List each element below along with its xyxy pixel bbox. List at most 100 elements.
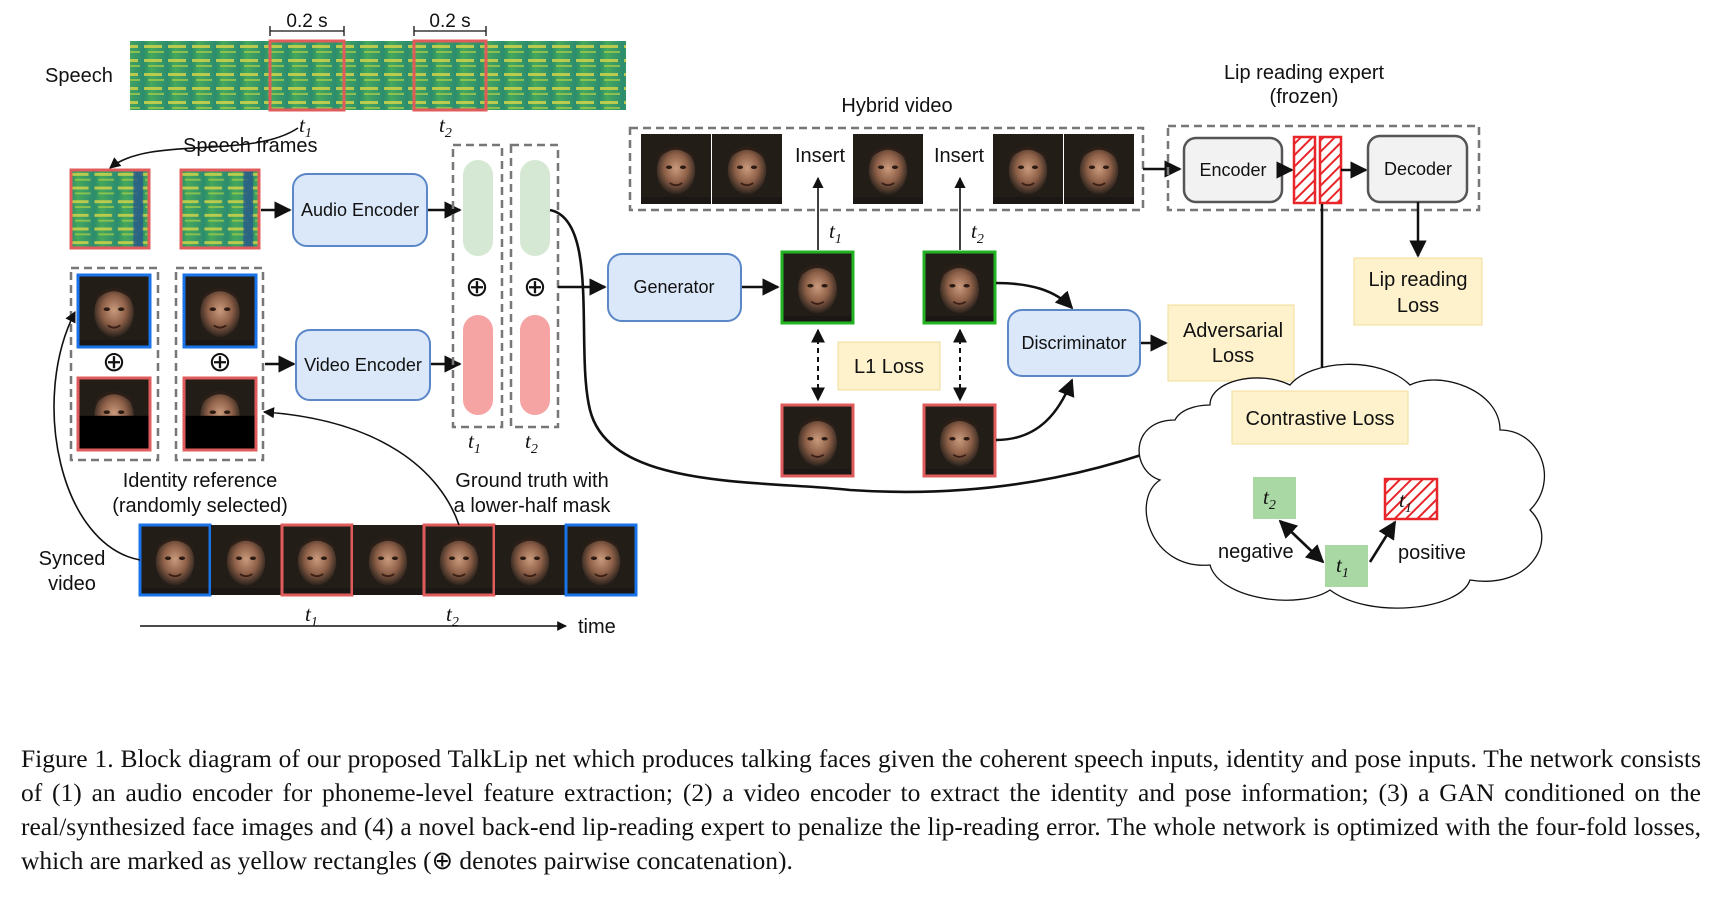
caption-concat-symbol: ⊕ bbox=[431, 846, 454, 876]
synced-video-line1: Synced bbox=[39, 548, 106, 570]
audio-encoder-box bbox=[292, 173, 428, 247]
negative-pair-arrow bbox=[1278, 519, 1325, 564]
svg-text:t2: t2 bbox=[1263, 485, 1276, 513]
speech-label: Speech bbox=[45, 65, 113, 87]
feature-column-t1 bbox=[451, 143, 504, 429]
audio-feature-t2 bbox=[520, 160, 550, 256]
caption-text-2: denotes pairwise concatenation). bbox=[453, 846, 793, 875]
synced-to-identity-arrow bbox=[53, 311, 141, 561]
hybrid-frame-5 bbox=[1064, 134, 1134, 204]
l1-loss-label: L1 Loss bbox=[854, 356, 924, 378]
lip-decoder-label: Decoder bbox=[1384, 159, 1452, 179]
contrastive-loss-box bbox=[1231, 390, 1409, 445]
talklip-block-diagram: Speech 0.2 s 0.2 s t1 t2 Speech frames A… bbox=[39, 11, 1546, 638]
generator-label: Generator bbox=[633, 277, 714, 297]
lip-encoder-label: Encoder bbox=[1199, 160, 1266, 180]
synced-frame-6 bbox=[495, 525, 565, 595]
speech-frames-label: Speech frames bbox=[183, 135, 318, 157]
identity-reference-line1: Identity reference bbox=[123, 470, 278, 492]
node-t1-positive bbox=[1383, 477, 1439, 521]
adversarial-loss-line2: Loss bbox=[1212, 345, 1254, 367]
t1-label-features: t1 bbox=[468, 429, 481, 457]
l1-loss-box bbox=[837, 341, 941, 391]
adversarial-loss-line1: Adversarial bbox=[1183, 320, 1283, 342]
speech-window-t1 bbox=[268, 39, 346, 112]
generated-frame-t2 bbox=[924, 252, 995, 323]
speech-spectrogram bbox=[130, 41, 626, 110]
ground-truth-frame-t1 bbox=[782, 405, 853, 476]
hybrid-frame-4 bbox=[993, 134, 1063, 204]
identity-reference-line2: (randomly selected) bbox=[112, 495, 288, 517]
speech-to-frames-arrow bbox=[109, 127, 299, 169]
t1-label-generated: t1 bbox=[829, 219, 842, 247]
identity-frame-2 bbox=[184, 275, 256, 347]
duration-label-2: 0.2 s bbox=[429, 11, 470, 32]
insert-label-1: Insert bbox=[795, 145, 845, 167]
node-t2-negative bbox=[1253, 477, 1296, 519]
input-group-2 bbox=[174, 266, 265, 462]
audio-feature-t1 bbox=[463, 160, 493, 256]
discriminator-box bbox=[1007, 309, 1141, 377]
contrastive-loss-label: Contrastive Loss bbox=[1246, 408, 1395, 430]
concat-symbol-3: ⊕ bbox=[465, 271, 488, 302]
caption-text-1: Figure 1. Block diagram of our proposed … bbox=[21, 744, 1701, 875]
concat-symbol-4: ⊕ bbox=[523, 271, 546, 302]
svg-text:t1: t1 bbox=[1399, 488, 1412, 516]
insert-label-2: Insert bbox=[934, 145, 984, 167]
negative-label: negative bbox=[1218, 541, 1294, 563]
input-group-1 bbox=[69, 266, 160, 462]
hybrid-frame-1 bbox=[641, 134, 711, 204]
time-label: time bbox=[578, 616, 616, 638]
t2-label-features: t2 bbox=[525, 429, 538, 457]
lip-feature-t1 bbox=[1292, 135, 1317, 205]
lip-expert-group bbox=[1166, 124, 1481, 212]
adversarial-loss-box bbox=[1167, 304, 1295, 382]
figure-caption: Figure 1. Block diagram of our proposed … bbox=[21, 742, 1701, 878]
t2-label-generated: t2 bbox=[971, 219, 984, 247]
synced-frame-5 bbox=[424, 525, 494, 595]
svg-text:t1: t1 bbox=[1336, 553, 1349, 581]
video-feature-t1 bbox=[463, 315, 493, 415]
synced-frame-1 bbox=[140, 525, 210, 595]
discriminator-label: Discriminator bbox=[1021, 333, 1126, 353]
t2-label-speech: t2 bbox=[439, 113, 452, 141]
lip-reading-loss-line1: Lip reading bbox=[1369, 269, 1468, 291]
node-t1-anchor bbox=[1325, 545, 1368, 587]
audio-encoder-label: Audio Encoder bbox=[301, 200, 419, 220]
speech-frame-2 bbox=[181, 170, 259, 248]
synced-frame-4 bbox=[353, 525, 423, 595]
lip-expert-label-line2: (frozen) bbox=[1270, 86, 1339, 108]
identity-frame-1 bbox=[78, 275, 150, 347]
lip-reading-loss-line2: Loss bbox=[1397, 295, 1439, 317]
generator-box bbox=[607, 253, 742, 322]
hybrid-video-label: Hybrid video bbox=[841, 95, 952, 117]
masked-frame-1 bbox=[78, 378, 150, 450]
t1-label-speech: t1 bbox=[299, 113, 312, 141]
concat-symbol-2: ⊕ bbox=[208, 346, 231, 377]
lip-reading-loss-box bbox=[1353, 257, 1483, 326]
ground-truth-frame-t2 bbox=[924, 405, 995, 476]
hybrid-frame-3 bbox=[852, 134, 924, 204]
synced-frame-2 bbox=[211, 525, 281, 595]
speech-frame-1 bbox=[71, 170, 149, 248]
ground-truth-line1: Ground truth with bbox=[455, 470, 608, 492]
generated-frame-t1 bbox=[782, 252, 853, 323]
concat-symbol-1: ⊕ bbox=[102, 346, 125, 377]
positive-pair-arrow bbox=[1368, 520, 1397, 563]
synced-to-masked-arrow bbox=[262, 407, 460, 526]
lip-expert-label-line1: Lip reading expert bbox=[1224, 62, 1385, 84]
duration-label-1: 0.2 s bbox=[286, 11, 327, 32]
hybrid-frame-2 bbox=[712, 134, 782, 204]
video-encoder-box bbox=[295, 329, 431, 401]
t1-label-synced: t1 bbox=[305, 602, 318, 630]
masked-frame-2 bbox=[184, 378, 256, 450]
ground-truth-line2: a lower-half mask bbox=[454, 495, 612, 517]
t2-label-synced: t2 bbox=[446, 602, 459, 630]
synced-frame-7 bbox=[566, 525, 636, 595]
video-encoder-label: Video Encoder bbox=[304, 355, 422, 375]
audio-feature-to-contrastive-arrow bbox=[549, 208, 1235, 494]
lip-feature-t2 bbox=[1318, 135, 1343, 205]
positive-label: positive bbox=[1398, 542, 1466, 564]
speech-window-t2 bbox=[412, 39, 488, 112]
synced-frame-3 bbox=[282, 525, 352, 595]
